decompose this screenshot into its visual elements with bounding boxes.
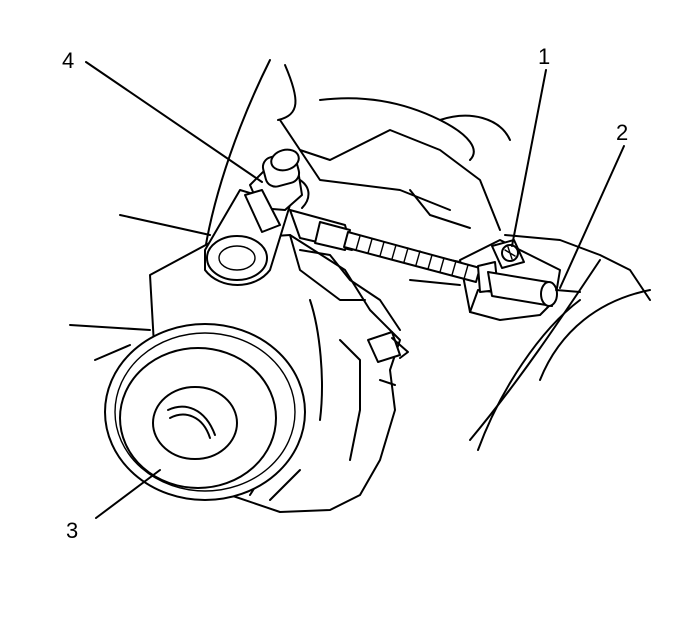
retaining-screw [491, 239, 525, 269]
callout-leaders [85, 61, 625, 519]
leader-2 [559, 145, 625, 289]
callout-1: 1 [538, 44, 550, 69]
leader-3 [95, 469, 161, 519]
callout-labels: 4 1 2 3 [62, 44, 628, 543]
callout-2: 2 [616, 120, 628, 145]
leader-4 [85, 61, 263, 183]
leader-1 [511, 69, 547, 247]
callout-3: 3 [66, 518, 78, 543]
lock-cylinder [104, 323, 306, 501]
cable-end-fitting [244, 148, 310, 233]
callout-4: 4 [62, 48, 74, 73]
park-lock-cable [289, 209, 581, 307]
column-housing-background [69, 59, 651, 451]
